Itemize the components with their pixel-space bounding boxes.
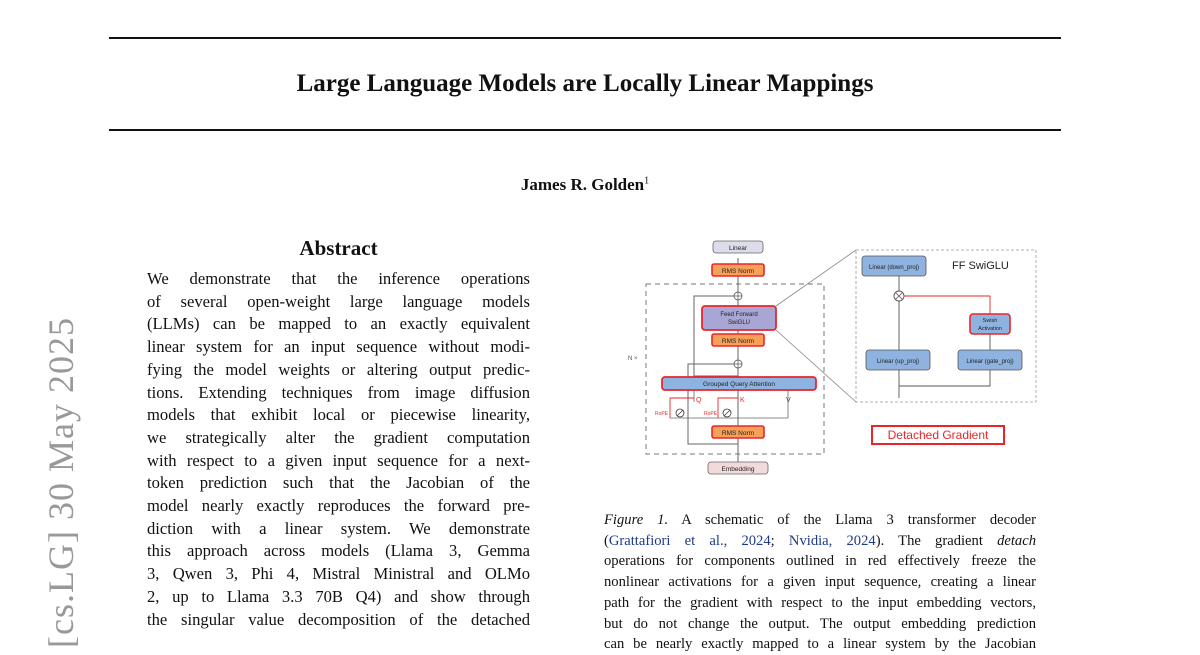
abstract-line: the singular value decomposition of the … — [147, 609, 530, 629]
abstract-line: 3, Qwen 3, Phi 4, Mistral Ministral and … — [147, 564, 530, 584]
rms-norm-mid-block — [711, 333, 765, 347]
swish-label-1: Swish — [983, 318, 998, 324]
caption-line: path for the gradient with respect to th… — [604, 594, 1036, 611]
abstract-line: We demonstrate that the inference operat… — [147, 269, 530, 288]
linear-output-label: Linear — [729, 245, 748, 252]
abstract-line: tions. Extending techniques from image d… — [147, 382, 530, 402]
linear-down-proj-block — [861, 255, 927, 277]
arxiv-stamp: [cs.LG] 30 May 2025 — [41, 317, 81, 648]
abstract-line: with respect to a given input sequence f… — [147, 450, 530, 470]
linear-gate-proj-label: Linear (gate_proj) — [966, 359, 1013, 365]
decoder-layer-region — [645, 283, 825, 455]
detach-term: detach — [997, 532, 1036, 549]
query-label: Q — [696, 397, 702, 404]
feed-forward-block — [701, 305, 777, 331]
linear-down-proj-label: Linear (down_proj) — [869, 265, 919, 271]
caption-line: Figure 1. A schematic of the Llama 3 tra… — [604, 510, 1036, 531]
value-label: V — [786, 397, 791, 404]
detached-gradient-legend-box — [871, 425, 1005, 445]
swish-label-2: Activation — [978, 326, 1002, 332]
affiliation-mark: 1 — [644, 175, 650, 187]
rms-norm-mid-label: RMS Norm — [722, 338, 754, 345]
figure-caption: Figure 1. A schematic of the Llama 3 tra… — [604, 510, 1036, 655]
abstract-heading: Abstract — [299, 236, 378, 260]
rope-q-label: RoPE — [655, 411, 669, 417]
caption-text: ( — [604, 532, 609, 549]
caption-line: (Grattafiori et al., 2024; Nvidia, 2024)… — [604, 531, 1036, 552]
ff-swiglu-title: FF SwiGLU — [952, 260, 1009, 272]
abstract-line: model nearly exactly reproduces the forw… — [147, 496, 530, 516]
grouped-query-attention-block — [661, 376, 817, 391]
rms-norm-top-label: RMS Norm — [722, 268, 754, 275]
rms-norm-bottom-block — [711, 425, 765, 439]
linear-output-block — [712, 240, 764, 254]
rms-norm-top-block — [711, 263, 765, 277]
caption-text: A schematic of the Llama 3 transformer d… — [668, 512, 1036, 528]
abstract-line: linear system for an input sequence with… — [147, 337, 530, 357]
grouped-query-attention-label: Grouped Query Attention — [703, 381, 775, 388]
abstract-body: We demonstrate that the inference operat… — [147, 268, 530, 631]
rms-norm-bottom-label: RMS Norm — [722, 430, 754, 437]
feed-forward-label-1: Feed Forward — [720, 312, 757, 318]
citation-link[interactable]: Grattafiori et al., 2024 — [608, 532, 771, 549]
abstract-line: we strategically alter the gradient comp… — [147, 427, 530, 447]
transformer-decoder-figure: Linear RMS Norm Feed Forward SwiGLU RMS … — [628, 240, 1037, 475]
layer-repeat-label: N × — [628, 356, 638, 362]
caption-line: operations for components outlined in re… — [604, 553, 1036, 570]
caption-text: ). The gradient — [875, 532, 998, 549]
detached-gradient-legend-label: Detached Gradient — [888, 428, 989, 442]
abstract-line: models that exhibit local or piecewise l… — [147, 405, 530, 425]
abstract-line: token prediction such that the Jacobian … — [147, 473, 530, 493]
author-line: James R. Golden1 — [109, 175, 1061, 195]
key-label: K — [740, 397, 745, 404]
embedding-label: Embedding — [722, 466, 755, 473]
caption-line: nonlinear activations for a given input … — [604, 574, 1036, 591]
feed-forward-label-2: SwiGLU — [728, 320, 750, 326]
ff-swiglu-panel — [855, 249, 1037, 403]
linear-up-proj-label: Linear (up_proj) — [877, 359, 919, 365]
caption-line: but do not change the output. The output… — [604, 615, 1036, 632]
figure-label: Figure 1. — [604, 512, 669, 528]
author-name: James R. Golden — [520, 175, 645, 194]
title-bottom-rule — [109, 129, 1061, 131]
paper-title: Large Language Models are Locally Linear… — [296, 70, 874, 97]
caption-text: ; — [770, 532, 789, 549]
citation-link[interactable]: Nvidia, 2024 — [788, 532, 876, 549]
abstract-line: of several open-weight large language mo… — [147, 291, 530, 311]
abstract-line: fying the model weights or altering outp… — [147, 359, 530, 379]
top-rule — [109, 37, 1061, 39]
abstract-line: diction with a linear system. We demonst… — [147, 518, 530, 538]
linear-up-proj-block — [865, 349, 931, 371]
abstract-line: this approach across models (Llama 3, Ge… — [147, 541, 530, 561]
embedding-block — [707, 461, 769, 475]
rope-k-label: RoPE — [704, 411, 718, 417]
caption-line: can be nearly exactly mapped to a linear… — [604, 636, 1036, 653]
abstract-line: (LLMs) can be mapped to an exactly equiv… — [147, 314, 530, 334]
abstract-line: 2, up to Llama 3.3 70B Q4) and show thro… — [147, 586, 530, 606]
